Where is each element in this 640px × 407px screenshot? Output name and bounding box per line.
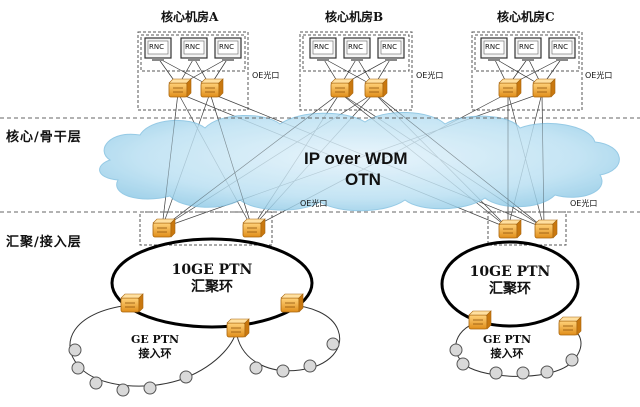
rnc-label: RNC (185, 43, 200, 51)
cloud-subtitle: OTN (345, 170, 381, 189)
ring-speed: 10GE PTN (171, 262, 253, 278)
rnc-label: RNC (519, 43, 534, 51)
access-ring-left-1 (69, 304, 237, 387)
ring-name: 汇聚环 (489, 281, 531, 297)
agg-layer-label: 汇聚/接入层 (6, 235, 82, 250)
core-layer-label: 核心/骨干层 (6, 130, 82, 145)
agg-ring-right (440, 240, 580, 328)
rnc-links (157, 57, 563, 87)
access-ring-left-2 (235, 304, 341, 372)
rnc-label: RNC (553, 43, 568, 51)
room-c-title: 核心机房C (497, 10, 555, 24)
rnc-label: RNC (149, 43, 164, 51)
oe-port-label: OE光口 (416, 71, 444, 80)
access-speed: GE PTN (130, 333, 180, 346)
room-b-title: 核心机房B (325, 10, 384, 24)
agg-right-box (487, 211, 567, 246)
access-nodes (68, 337, 579, 397)
room-a-title: 核心机房A (161, 10, 219, 24)
agg-ring-right-label: 10GE PTN 汇聚环 (448, 264, 572, 298)
core-room-b-box (299, 31, 413, 111)
rnc-label: RNC (382, 43, 397, 51)
rnc-label: RNC (314, 43, 329, 51)
uplink-lines-over-cloud (161, 92, 545, 229)
oe-port-label: OE光口 (585, 71, 613, 80)
agg-ring-left-label: 10GE PTN 汇聚环 (150, 262, 274, 296)
otn-cloud (99, 112, 620, 212)
rnc-label: RNC (219, 43, 234, 51)
ring-speed: 10GE PTN (469, 264, 551, 280)
agg-ring-left (110, 237, 314, 329)
core-room-a-box (137, 31, 249, 111)
access-name: 接入环 (138, 347, 172, 360)
ring-name: 汇聚环 (191, 279, 233, 295)
access-ring-right-label: GE PTN 接入环 (462, 333, 552, 361)
oe-port-label: OE光口 (570, 199, 598, 208)
access-speed: GE PTN (482, 333, 532, 346)
cloud-title: IP over WDM (304, 149, 408, 168)
access-name: 接入环 (490, 347, 524, 360)
rnc-label: RNC (485, 43, 500, 51)
oe-port-label: OE光口 (300, 199, 328, 208)
rnc-label: RNC (348, 43, 363, 51)
access-ring-left-label: GE PTN 接入环 (110, 333, 200, 361)
oe-port-label: OE光口 (252, 71, 280, 80)
core-room-c-box (471, 31, 583, 111)
